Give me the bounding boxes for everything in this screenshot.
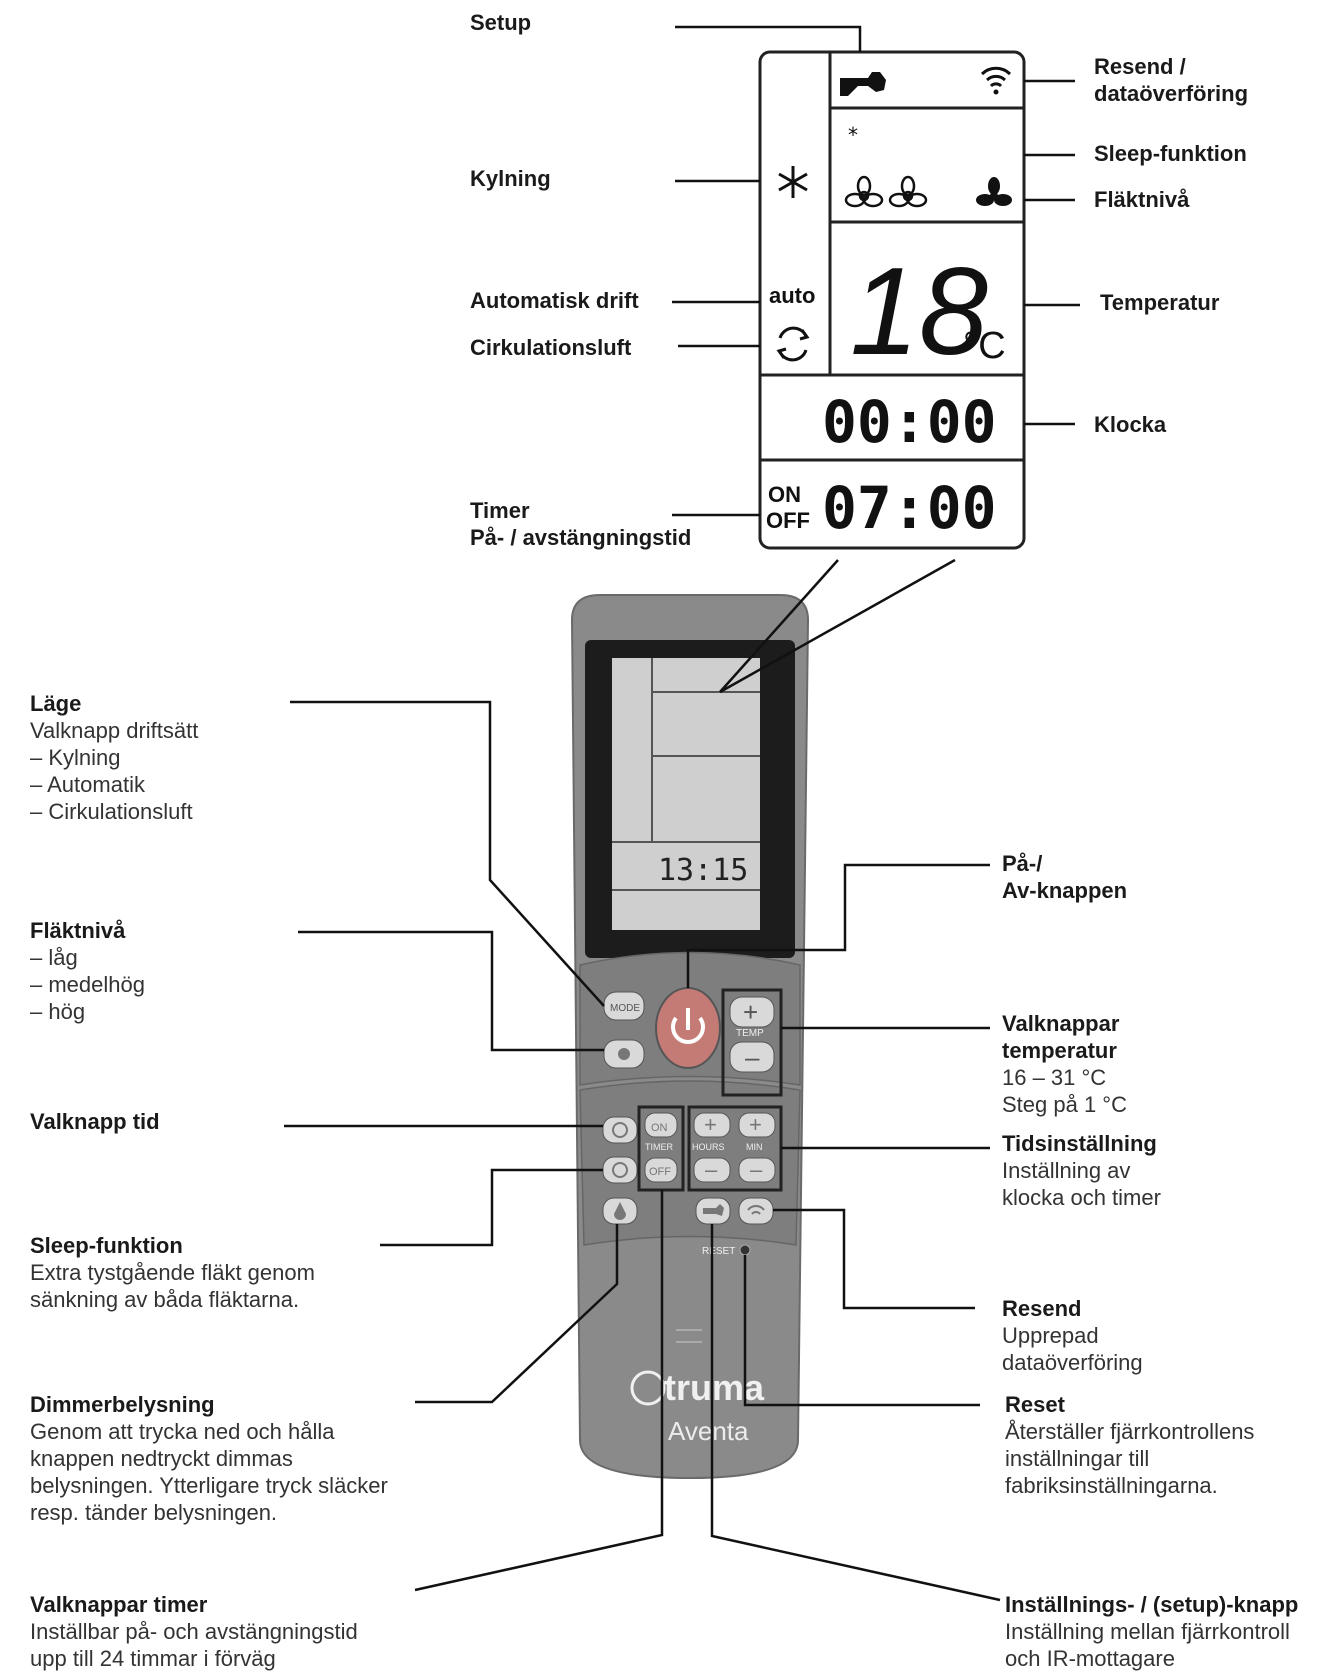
sleep-button[interactable] <box>602 1156 638 1184</box>
reset-label: RESET <box>702 1246 735 1257</box>
callout-sleep: Sleep-funktion Extra tystgående fläkt ge… <box>30 1233 315 1312</box>
recirculation-icon <box>776 326 810 362</box>
droplet-icon <box>614 1202 626 1220</box>
timer-label: TIMER <box>645 1142 673 1152</box>
temp-minus-button[interactable] <box>729 1041 775 1073</box>
callout-circulation: Cirkulationsluft <box>470 335 632 360</box>
brand-logo: truma <box>664 1367 765 1408</box>
callout-temperature-top: Temperatur <box>1100 290 1220 315</box>
temp-plus-button[interactable] <box>729 996 775 1028</box>
temp-buttons-group <box>721 988 783 1097</box>
lcd-auto-label: auto <box>769 283 815 308</box>
timer-off-button[interactable] <box>644 1157 678 1183</box>
min-plus-button[interactable] <box>738 1112 776 1138</box>
callout-resend-top: Resend / dataöverföring <box>1094 54 1249 106</box>
reset-pinhole[interactable] <box>739 1244 751 1256</box>
remote-display <box>612 658 760 930</box>
minus-icon: – <box>745 1042 760 1072</box>
callout-setup-button: Inställnings- / (setup)-knapp Inställnin… <box>1005 1592 1299 1671</box>
plus-icon: + <box>743 997 758 1027</box>
min-minus-button[interactable] <box>738 1157 776 1183</box>
callout-setup: Setup <box>470 10 532 35</box>
callout-fan-top: Fläktnivå <box>1094 187 1190 212</box>
minus-icon: – <box>750 1157 763 1182</box>
lcd-unit: °C <box>963 325 1006 367</box>
plus-icon: + <box>704 1112 717 1137</box>
wifi-icon <box>747 1205 765 1215</box>
fan-button-icon <box>618 1048 630 1060</box>
timer-on-label: ON <box>651 1122 668 1134</box>
lcd-frame <box>758 50 1026 550</box>
min-label: MIN <box>746 1142 763 1152</box>
callout-time-button: Valknapp tid <box>30 1109 160 1134</box>
moon-star-icon: * <box>848 123 880 156</box>
timer-off-label: OFF <box>649 1166 671 1178</box>
lcd-off-label: OFF <box>766 508 810 533</box>
leader-lines <box>284 25 1080 1602</box>
callout-clock-top: Klocka <box>1094 412 1167 437</box>
mode-button-label: MODE <box>610 1003 640 1014</box>
callout-resend: Resend Upprepad dataöverföring <box>1002 1296 1143 1375</box>
fan-icon-low <box>844 175 884 208</box>
fan-icon-high <box>976 177 1012 206</box>
temp-label: TEMP <box>736 1028 764 1039</box>
power-icon <box>671 1008 705 1044</box>
clock-icon <box>612 1122 628 1138</box>
fan-icon-medium <box>888 175 928 208</box>
lcd-clock: 00:00 <box>822 388 997 456</box>
model-name: Aventa <box>668 1416 749 1446</box>
clock-button[interactable] <box>602 1116 638 1144</box>
svg-text:*: * <box>848 123 858 147</box>
truma-logo-icon <box>630 1370 666 1406</box>
callout-power: På-/ Av-knappen <box>1002 851 1128 903</box>
snowflake-icon <box>778 166 808 198</box>
lcd-timer: 07:00 <box>822 474 997 542</box>
wrench-icon <box>703 1204 724 1216</box>
callout-mode: Läge Valknapp driftsätt – Kylning – Auto… <box>30 691 199 824</box>
moon-icon <box>612 1162 628 1178</box>
hours-plus-button[interactable] <box>693 1112 731 1138</box>
callout-sleep-top: Sleep-funktion <box>1094 141 1247 166</box>
callout-dimmer: Dimmerbelysning Genom att trycka ned och… <box>30 1392 388 1525</box>
remote-mini-clock: 13:15 <box>658 853 748 888</box>
battery-slot <box>676 1329 702 1343</box>
lcd-detail <box>758 50 1026 550</box>
timer-on-button[interactable] <box>644 1112 678 1138</box>
plus-icon: + <box>749 1112 762 1137</box>
callout-temp-buttons: Valknappar temperatur 16 – 31 °C Steg på… <box>1002 1011 1127 1117</box>
callout-timer-buttons: Valknappar timer Inställbar på- och avst… <box>30 1592 358 1671</box>
wrench-icon <box>840 72 886 96</box>
callout-kylning: Kylning <box>470 166 551 191</box>
remote-control: 13:15 MODE + TEMP – <box>570 594 810 1480</box>
callout-fan: Fläktnivå – låg – medelhög – hög <box>30 918 145 1024</box>
callout-reset: Reset Återställer fjärrkontrollens instä… <box>1005 1392 1255 1498</box>
lcd-temperature: 18 <box>850 243 988 381</box>
hours-label: HOURS <box>692 1142 725 1152</box>
callout-time-setting: Tidsinställning Inställning av klocka oc… <box>1002 1131 1161 1210</box>
minus-icon: – <box>705 1157 718 1182</box>
hours-minus-button[interactable] <box>693 1157 731 1183</box>
callout-auto: Automatisk drift <box>470 288 639 313</box>
lcd-on-label: ON <box>768 482 801 507</box>
wifi-icon <box>980 66 1012 95</box>
callout-timer: Timer På- / avstängningstid <box>470 498 692 550</box>
